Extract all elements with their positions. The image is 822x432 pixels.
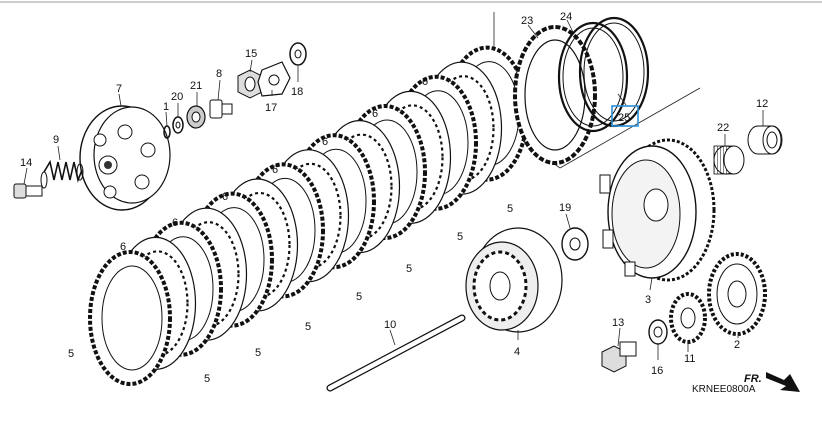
part-11-gear[interactable] (669, 292, 707, 344)
part-10-rod[interactable] (326, 314, 466, 392)
callout-6-b[interactable]: 6 (172, 217, 178, 229)
callout-2[interactable]: 2 (734, 339, 740, 351)
callout-9[interactable]: 9 (53, 134, 59, 146)
callout-labels: 23 24 25 7 1 20 21 8 15 18 17 9 14 12 22… (20, 11, 768, 395)
part-23-disc[interactable] (513, 25, 597, 165)
callout-12[interactable]: 12 (756, 98, 768, 110)
callout-5-g[interactable]: 5 (457, 231, 463, 243)
part-14-bolt[interactable] (13, 183, 43, 199)
part-19-washer[interactable] (561, 227, 589, 261)
callout-6-c[interactable]: 6 (222, 191, 228, 203)
callout-22[interactable]: 22 (717, 122, 729, 134)
part-17-lock-washer[interactable] (257, 61, 291, 97)
friction-disc[interactable] (88, 250, 172, 386)
part-16-washer[interactable] (648, 319, 668, 345)
callout-3[interactable]: 3 (645, 294, 651, 306)
callout-6-f[interactable]: 6 (372, 108, 378, 120)
front-direction-arrow (766, 372, 800, 392)
callout-5-d[interactable]: 5 (305, 321, 311, 333)
callout-5-b[interactable]: 5 (204, 373, 210, 385)
callout-20[interactable]: 20 (171, 91, 183, 103)
direction-label: FR. (744, 373, 762, 385)
callout-14[interactable]: 14 (20, 157, 32, 169)
callout-21[interactable]: 21 (190, 80, 202, 92)
callout-19[interactable]: 19 (559, 202, 571, 214)
callout-5-f[interactable]: 5 (406, 263, 412, 275)
callout-6-a[interactable]: 6 (120, 241, 126, 253)
callout-5-h[interactable]: 5 (507, 203, 513, 215)
leader-lines (23, 19, 764, 360)
callout-17[interactable]: 17 (265, 102, 277, 114)
part-20-washer[interactable] (172, 116, 184, 134)
callout-6-e[interactable]: 6 (322, 136, 328, 148)
part-9-spring[interactable] (40, 159, 84, 189)
callout-16[interactable]: 16 (651, 365, 663, 377)
part-18-washer[interactable] (289, 42, 307, 66)
part-21-bearing[interactable] (186, 105, 206, 129)
part-3-clutch-outer[interactable] (599, 138, 716, 282)
part-2-gear[interactable] (707, 252, 767, 336)
callout-6-d[interactable]: 6 (272, 164, 278, 176)
callout-4[interactable]: 4 (514, 346, 520, 358)
callout-11[interactable]: 11 (684, 353, 695, 365)
callout-18[interactable]: 18 (291, 86, 303, 98)
callout-6-g[interactable]: 6 (422, 76, 428, 88)
callout-5-e[interactable]: 5 (356, 291, 362, 303)
part-12-collar[interactable] (747, 125, 783, 155)
callout-25[interactable]: 25 (618, 112, 630, 124)
callout-5-a[interactable]: 5 (68, 348, 74, 360)
part-4-clutch-center[interactable] (465, 227, 563, 333)
part-8-lifter[interactable] (209, 99, 233, 119)
callout-23[interactable]: 23 (521, 15, 533, 27)
part-13-bolt[interactable] (601, 341, 637, 373)
callout-8[interactable]: 8 (216, 68, 222, 80)
part-7-pressure-plate[interactable] (79, 105, 171, 211)
diagram-code: KRNEE0800A (692, 384, 756, 395)
callout-5-c[interactable]: 5 (255, 347, 261, 359)
callout-15[interactable]: 15 (245, 48, 257, 60)
highlight-box (611, 105, 639, 127)
callout-13[interactable]: 13 (612, 317, 624, 329)
callout-10[interactable]: 10 (384, 319, 396, 331)
callout-1[interactable]: 1 (163, 101, 169, 113)
callout-7[interactable]: 7 (116, 83, 122, 95)
callout-24[interactable]: 24 (560, 11, 572, 23)
part-22-needle-bearing[interactable] (713, 145, 745, 175)
clutch-plate-stack (88, 45, 529, 386)
